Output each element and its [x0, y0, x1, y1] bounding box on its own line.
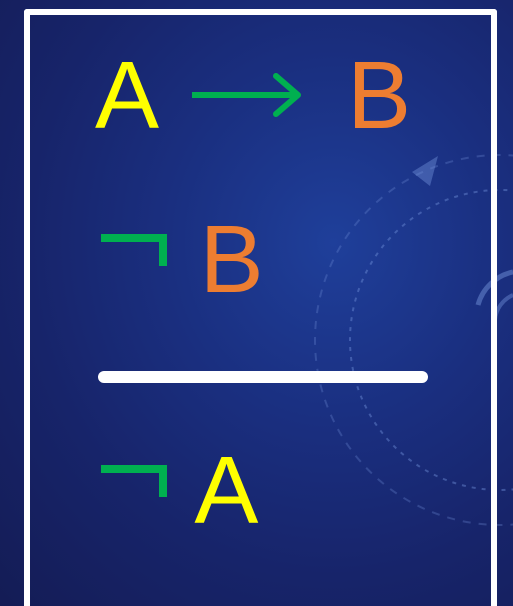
negation-symbol-icon — [97, 212, 173, 308]
negated-variable-a: A — [194, 437, 259, 544]
variable-b: B — [347, 42, 412, 149]
variable-a: A — [95, 42, 154, 149]
premise-implication: A B — [95, 48, 411, 144]
negation-symbol-icon — [97, 443, 173, 539]
implication-arrow-icon — [180, 48, 320, 144]
negated-variable-b: B — [199, 206, 264, 313]
conclusion-negation: A — [97, 443, 258, 539]
inference-line — [98, 371, 428, 383]
premise-negation: B — [97, 212, 264, 308]
frame-border — [24, 9, 497, 606]
